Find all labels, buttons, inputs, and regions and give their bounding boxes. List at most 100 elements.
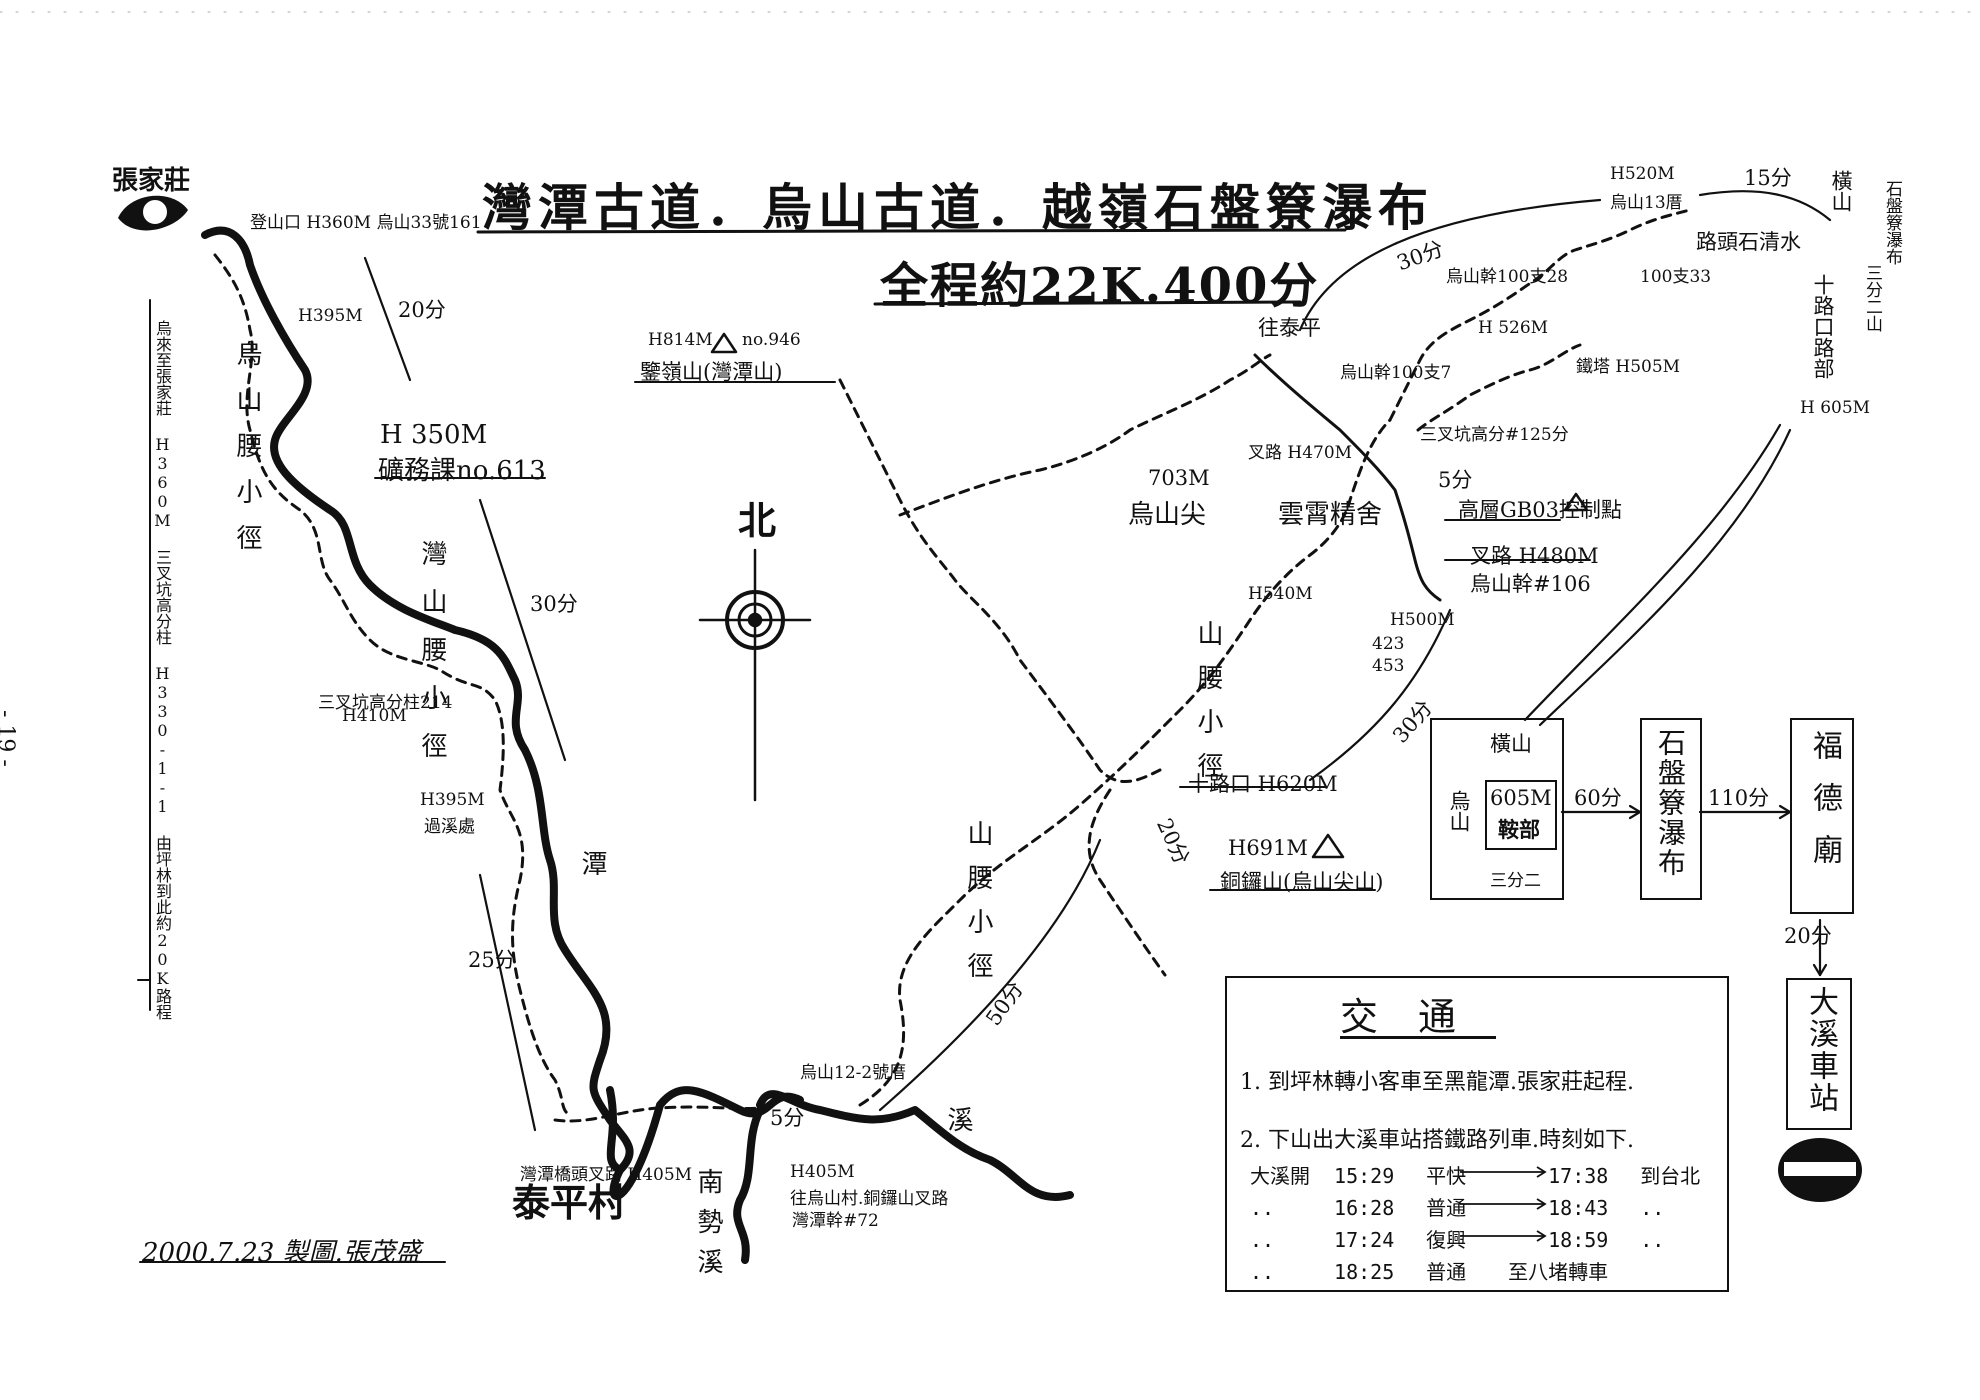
place-road-shipan: 路頭石清水 <box>1696 230 1801 254</box>
row-from: 大溪開 <box>1250 1164 1310 1188</box>
row-dest: .. <box>1640 1196 1665 1220</box>
schematic-time-20: 20分 <box>1784 924 1832 948</box>
place-junction-214: 三叉坑高分柱214 <box>318 693 453 713</box>
place-sanfener: 三分二山 <box>1862 264 1882 332</box>
row-arr: 17:38 <box>1548 1164 1609 1188</box>
place-tongshan-h: H691M <box>1228 836 1308 860</box>
main-river-end <box>606 1086 624 1174</box>
row-dest: 到台北 <box>1640 1164 1701 1188</box>
trail-to-crossroad <box>858 418 1392 1107</box>
place-h605: H 605M <box>1800 398 1871 418</box>
time-5-bottom: 5分 <box>770 1106 805 1130</box>
place-police: 礦務課no.613 <box>378 456 546 486</box>
row-dep: 17:24 <box>1334 1228 1395 1252</box>
label-tan: 潭 <box>577 850 607 876</box>
row-arr: 18:43 <box>1548 1196 1609 1220</box>
place-jianling-no: no.946 <box>742 330 801 350</box>
row-dep: 15:29 <box>1334 1164 1395 1188</box>
schematic-saddle-inner <box>1485 780 1557 850</box>
arrow-to-schematic <box>1523 423 1782 722</box>
time-30-mid: 30分 <box>530 592 578 616</box>
place-wushan-10028: 烏山幹100支28 <box>1446 267 1569 287</box>
place-wangtai: 往泰平 <box>1258 316 1321 340</box>
place-h526: H 526M <box>1478 318 1549 338</box>
transport-box <box>1225 976 1729 1292</box>
place-power-505: 鐵塔 H505M <box>1576 357 1681 377</box>
time-25: 25分 <box>468 948 516 972</box>
triangle-tongshan <box>1311 833 1345 859</box>
place-bridge-junction: 灣潭橋頭叉路 H405M <box>520 1165 693 1185</box>
place-tongshan: 銅鑼山(烏山尖山) <box>1220 870 1384 894</box>
timetable-row: .. 17:24 復興 18:59 .. <box>1250 1224 1664 1253</box>
trail-wantan-bridge <box>553 1105 762 1123</box>
place-wushan-12: 烏山12-2號厝 <box>800 1063 907 1083</box>
trail-east-dashed <box>1087 788 1167 977</box>
row-dep: 16:28 <box>1334 1196 1395 1220</box>
compass <box>698 548 812 802</box>
timetable-row: 大溪開 15:29 平快 17:38 到台北 <box>1250 1160 1700 1189</box>
arrow-15 <box>1698 190 1832 222</box>
place-junction-470: 叉路 H470M <box>1248 443 1353 463</box>
place-trailhead: 登山口 H360M 烏山33號161 <box>250 213 482 233</box>
subtitle-underline <box>873 300 1302 306</box>
schematic-fude: 福德廟 <box>1807 730 1842 886</box>
schematic-station: 大溪車站 <box>1803 986 1838 1114</box>
main-river <box>201 226 634 1174</box>
label-xi: 溪 <box>943 1106 973 1132</box>
place-jianling-h: H814M <box>648 330 713 350</box>
river-east <box>756 1090 1074 1201</box>
timetable-row: .. 16:28 普通 18:43 .. <box>1250 1192 1664 1221</box>
trail-wushan-jian <box>898 353 1272 517</box>
arrow-30-mid <box>478 498 567 762</box>
place-wushan-1007: 烏山幹100支7 <box>1340 363 1452 383</box>
place-h405: H405M <box>790 1162 855 1182</box>
trail-wushan-ridge <box>1416 343 1582 432</box>
label-mid-trail: 山腰小徑 <box>963 820 993 996</box>
place-zhangjiazhuang: 張家莊 <box>112 166 191 196</box>
schematic-station-box <box>1786 978 1852 1130</box>
logo-zhangjiazhuang <box>118 195 188 231</box>
place-junction-480: 叉路 H480M <box>1470 544 1599 568</box>
row-dest: .. <box>1640 1228 1665 1252</box>
trail-yunxiao <box>1388 208 1692 422</box>
arrow-to-schematic-2 <box>1538 428 1792 727</box>
place-n10033: 100支33 <box>1640 267 1712 287</box>
place-yunxiao: 雲霄精舍 <box>1278 500 1383 530</box>
transport-line-1: 1. 到坪林轉小客車至黑龍潭.張家莊起程. <box>1240 1070 1634 1095</box>
place-wushan-106: 烏山幹#106 <box>1470 572 1591 596</box>
row-type: 復興 <box>1426 1228 1467 1252</box>
map-subtitle: 全程約22K.400分 <box>880 258 1320 314</box>
row-from: .. <box>1250 1196 1275 1220</box>
road-yunxiao <box>1253 353 1442 602</box>
place-jianling: 鑒嶺山(灣潭山) <box>640 360 783 384</box>
triangle-jianling <box>710 332 738 354</box>
label-wantan-trail: 灣山腰小徑 <box>417 540 447 780</box>
arrow-20-top <box>363 256 412 382</box>
schematic-center-name: 鞍部 <box>1498 817 1540 842</box>
place-wantan-72: 灣潭幹#72 <box>792 1211 879 1231</box>
arrow-30-top <box>1298 198 1602 332</box>
trail-north-dashed <box>838 378 1162 784</box>
river-nanshi <box>733 1106 764 1264</box>
arrow-25 <box>478 873 537 1132</box>
label-note-left: 烏來至張家莊 H360M 三叉坑高分柱 H330-1-1 由坪林到此約20K路程 <box>153 320 172 1020</box>
place-wushan-jian: 烏山尖 <box>1128 500 1207 530</box>
row-arr: 至八堵轉車 <box>1508 1260 1609 1284</box>
place-h395-mid: H395M <box>420 790 485 810</box>
arrow-30-right <box>1308 608 1452 782</box>
schematic-wushan: 烏山 <box>1447 790 1471 832</box>
schematic-waterfall-box <box>1640 718 1702 900</box>
row-type: 普通 <box>1426 1196 1467 1220</box>
schematic-saddle-box <box>1430 718 1564 900</box>
place-h540: H540M <box>1248 584 1313 604</box>
logo-station <box>1778 1138 1862 1202</box>
place-crossing: 過溪處 <box>424 817 475 837</box>
river-lower <box>609 1086 804 1200</box>
timetable-row: .. 18:25 普通 至八堵轉車 <box>1250 1256 1608 1285</box>
place-waterfall-side: 石盤簝瀑布 <box>1882 180 1902 265</box>
schematic-waterfall: 石盤簝瀑布 <box>1654 728 1687 878</box>
schematic-sanfener: 三分二 <box>1490 871 1541 891</box>
